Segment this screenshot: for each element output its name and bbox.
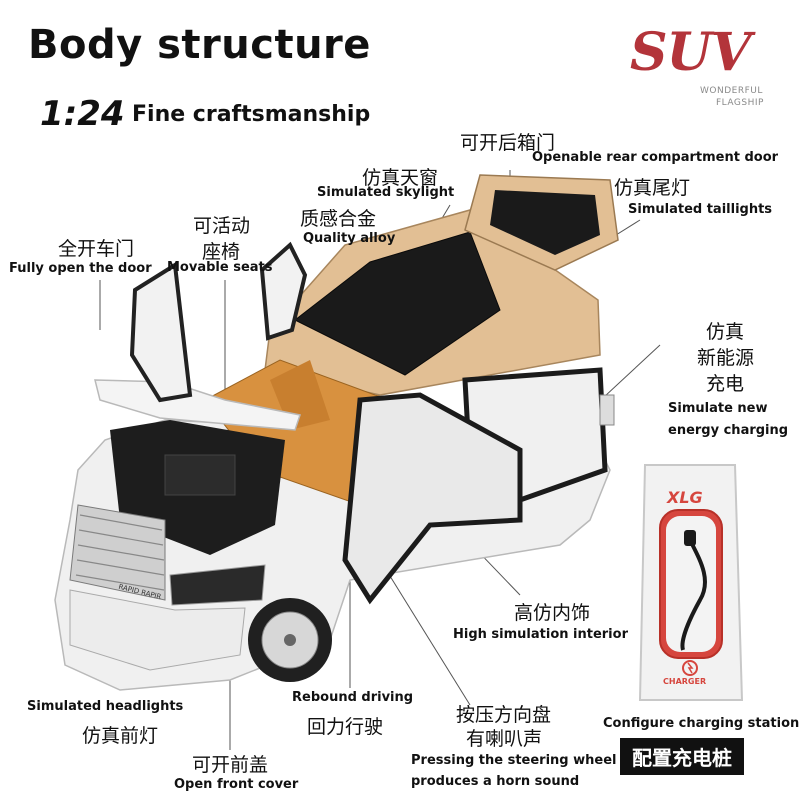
charger-label: CHARGER — [663, 677, 707, 686]
energy-label-cn-1: 仿真 — [706, 321, 745, 343]
horn-label-cn-1: 按压方向盘 — [456, 704, 552, 726]
page-title: Body structure — [28, 22, 371, 68]
brand-logo: SUV — [630, 22, 751, 83]
seats-label-cn-2: 座椅 — [202, 241, 241, 263]
charging-station — [638, 464, 744, 701]
grille-slats — [75, 514, 165, 591]
rebound-label-cn: 回力行驶 — [307, 716, 384, 738]
front-cover-label-en: Open front cover — [174, 777, 299, 792]
energy-label-en-2: energy charging — [668, 423, 789, 438]
horn-label-en-1: Pressing the steering wheel — [411, 753, 617, 768]
headlight — [169, 564, 266, 606]
headlights-label-en: Simulated headlights — [27, 699, 184, 714]
scale-label: 1:24 — [40, 94, 125, 134]
taillights-label-en: Simulated taillights — [628, 202, 773, 217]
open-front-door-right — [342, 392, 523, 605]
alloy-label-en: Quality alloy — [303, 231, 396, 246]
charging-station-label-cn: 配置充电桩 — [620, 738, 744, 775]
horn-label-en-2: produces a horn sound — [411, 774, 580, 789]
engine-block — [164, 454, 236, 496]
headlights-label-cn: 仿真前灯 — [82, 725, 159, 747]
energy-label-en-1: Simulate new — [668, 401, 768, 416]
energy-label-cn-2: 新能源 — [697, 347, 755, 369]
energy-label-cn-3: 充电 — [706, 373, 745, 395]
rear-door-label-en: Openable rear compartment door — [532, 150, 779, 165]
door-label-cn: 全开车门 — [58, 238, 135, 260]
rear-door-label-cn: 可开后箱门 — [460, 132, 556, 154]
taillights-label-cn: 仿真尾灯 — [614, 177, 691, 199]
subtitle: Fine craftsmanship — [132, 102, 371, 127]
open-front-door — [129, 261, 193, 403]
brand-tagline-1: WONDERFUL — [700, 86, 763, 96]
skylight-label-en: Simulated skylight — [317, 185, 455, 200]
front-cover-label-cn: 可开前盖 — [192, 754, 269, 776]
front-grille — [69, 504, 166, 601]
interior-label-en: High simulation interior — [453, 627, 628, 642]
charging-station-label-en: Configure charging station — [603, 716, 800, 731]
horn-label-cn-2: 有喇叭声 — [466, 728, 543, 750]
seats-label-cn-1: 可活动 — [193, 215, 251, 237]
front-bumper — [69, 589, 246, 671]
skylight-label-cn: 仿真天窗 — [362, 167, 439, 189]
rebound-label-en: Rebound driving — [292, 690, 414, 705]
door-label-en: Fully open the door — [9, 261, 152, 276]
seats-label-en: Movable seats — [167, 260, 273, 275]
interior-label-cn: 高仿内饰 — [514, 602, 591, 624]
alloy-label-cn: 质感合金 — [300, 208, 377, 230]
charger-brand: XLG — [667, 488, 703, 507]
sunroof-glass — [294, 231, 501, 376]
open-rear-door-left — [259, 241, 308, 341]
brand-tagline-2: FLAGSHIP — [716, 98, 764, 108]
trunk-window — [490, 190, 600, 255]
